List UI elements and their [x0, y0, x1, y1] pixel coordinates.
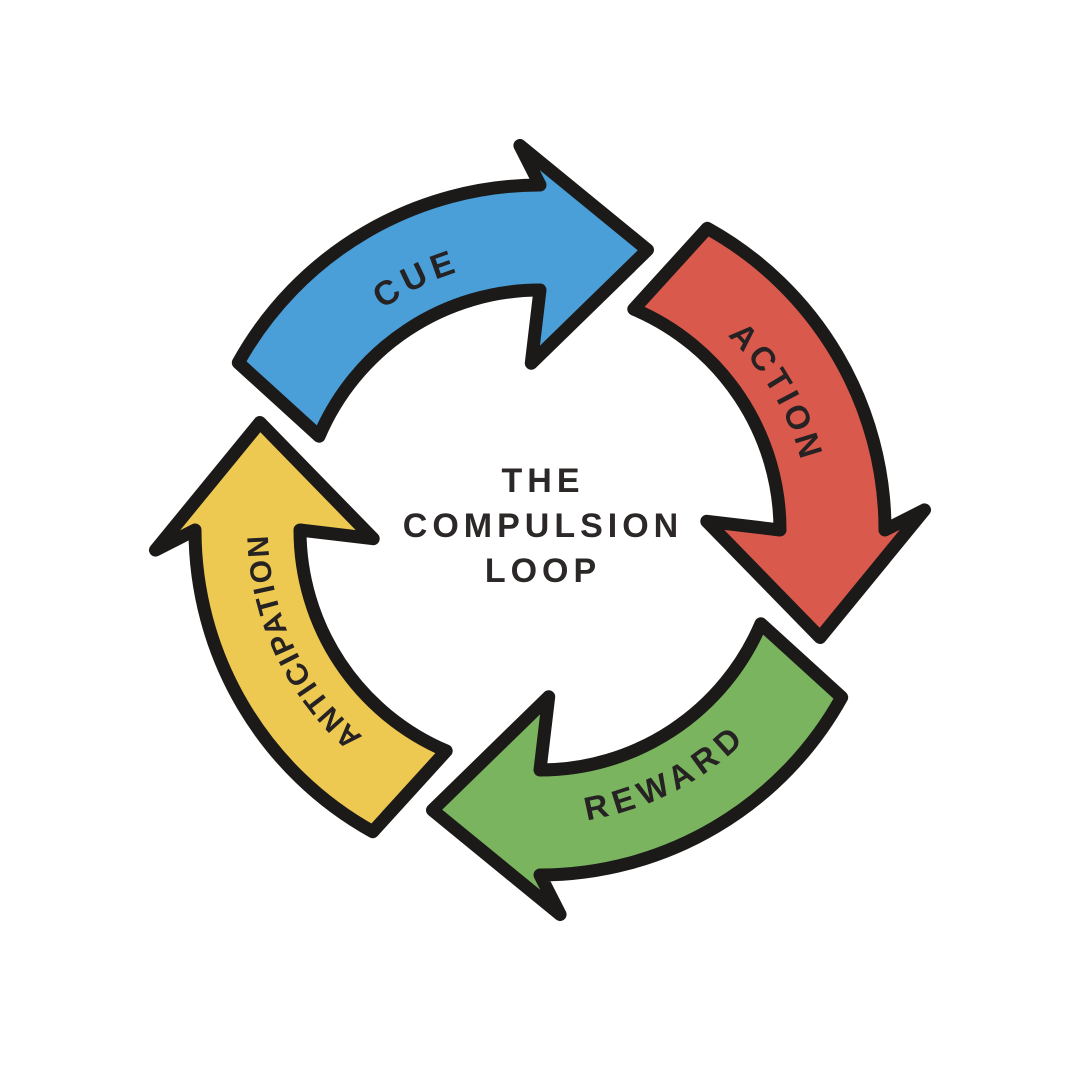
reward-arrow	[433, 624, 842, 915]
action-arrow	[634, 228, 925, 637]
cue-arrow	[238, 146, 647, 437]
center-title-line-1: THE	[502, 462, 585, 500]
center-title-line-3: LOOP	[485, 552, 601, 590]
center-title: THE COMPULSION LOOP	[403, 462, 683, 590]
center-title-line-2: COMPULSION	[403, 507, 683, 545]
anticipation-arrow	[156, 423, 447, 832]
